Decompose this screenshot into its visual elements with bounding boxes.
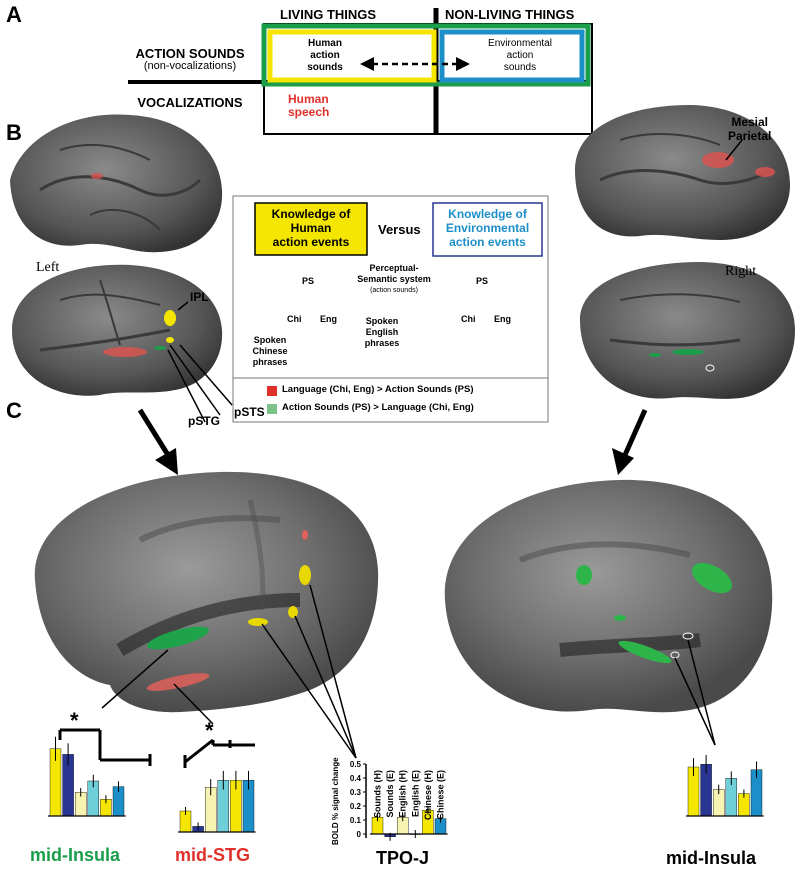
left-hemisphere-caption: Left <box>36 260 60 275</box>
y-tick-label: 0.5 <box>350 760 362 769</box>
cell-human-speech: Human speech <box>288 92 330 119</box>
human-knowledge-title: Knowledge of Human action events <box>271 207 351 249</box>
cell-env-action: Environmental action sounds <box>488 38 552 73</box>
y-tick-label: 0.1 <box>350 816 362 825</box>
mid-stg-title: mid-STG <box>175 845 250 865</box>
mid-insula-left-title: mid-Insula <box>30 845 121 865</box>
psts-label: pSTS <box>234 405 265 419</box>
left-medial-brain <box>10 114 223 253</box>
stg-significance-star: * <box>205 718 214 743</box>
legend-red-swatch <box>267 386 277 396</box>
pstg-label: pSTG <box>188 414 220 428</box>
right-down-arrow <box>612 408 648 475</box>
chart-mid-insula-right <box>686 754 764 817</box>
venn-human-chi: Chi <box>287 314 302 324</box>
category-label: Chinese (H) <box>423 770 433 820</box>
col-nonliving-header: NON-LIVING THINGS <box>445 7 575 22</box>
y-tick-label: 0.2 <box>350 802 362 811</box>
chart-mid-stg <box>178 770 256 833</box>
ipl-label: IPL <box>190 290 209 304</box>
env-knowledge-title: Knowledge of Environmental action events <box>445 207 530 249</box>
category-label: Sounds (H) <box>373 770 383 818</box>
panel-b-label: B <box>6 120 22 145</box>
spoken-english-label: Spoken English phrases <box>364 316 400 348</box>
row-action-sounds-sub: (non-vocalizations) <box>143 60 237 72</box>
human-knowledge-box <box>254 202 368 256</box>
spoken-chinese-label: Spoken Chinese phrases <box>252 335 288 367</box>
tpo-j-title: TPO-J <box>376 848 430 868</box>
y-tick-label: 0 <box>357 830 362 839</box>
venn-human-ps: PS <box>302 276 315 286</box>
category-label: English (H) <box>398 770 408 818</box>
panel-a-table <box>128 8 593 135</box>
right-medial-brain <box>575 105 790 240</box>
category-label: Chinese (E) <box>436 770 446 820</box>
venn-env-ps: PS <box>476 276 489 286</box>
left-inflated-brain <box>34 471 379 713</box>
mesial-parietal-label: Mesial Parietal <box>728 115 772 143</box>
tpo-j-ylabel: BOLD % signal change <box>331 757 340 845</box>
panel-c-label: C <box>6 398 22 423</box>
left-lateral-callouts <box>167 301 233 423</box>
venn-human-eng: Eng <box>320 314 337 324</box>
left-down-arrow <box>137 408 178 475</box>
stg-bracket <box>183 738 255 768</box>
venn-env-eng: Eng <box>494 314 511 324</box>
legend-green-label: Action Sounds (PS) > Language (Chi, Eng) <box>282 402 474 413</box>
mid-insula-right-title: mid-Insula <box>666 848 757 868</box>
venn-env-chi: Chi <box>461 314 476 324</box>
right-inflated-brain <box>444 479 773 713</box>
row-action-sounds: ACTION SOUNDS <box>135 46 245 61</box>
env-knowledge-box <box>432 202 543 257</box>
chart-mid-insula-left <box>48 736 126 817</box>
category-label: English (E) <box>410 770 420 817</box>
cell-human-action: Human action sounds <box>307 38 343 73</box>
right-hemisphere-caption: Right <box>725 264 757 279</box>
legend-green-swatch <box>267 404 277 414</box>
ps-description: Perceptual- Semantic system (action soun… <box>357 263 431 294</box>
category-label: Sounds (E) <box>385 770 395 818</box>
row-vocalizations: VOCALIZATIONS <box>137 95 243 110</box>
left-lateral-brain <box>12 264 223 396</box>
right-lateral-brain <box>580 262 795 399</box>
insula-significance-star: * <box>70 708 79 733</box>
legend-red-label: Language (Chi, Eng) > Action Sounds (PS) <box>282 384 474 395</box>
chart-callout-lines <box>101 584 716 759</box>
y-tick-label: 0.3 <box>350 788 362 797</box>
versus-label: Versus <box>378 222 421 237</box>
panel-a-label: A <box>6 2 22 27</box>
col-living-header: LIVING THINGS <box>280 7 377 22</box>
y-tick-label: 0.4 <box>350 774 362 783</box>
insula-bracket <box>58 728 152 766</box>
